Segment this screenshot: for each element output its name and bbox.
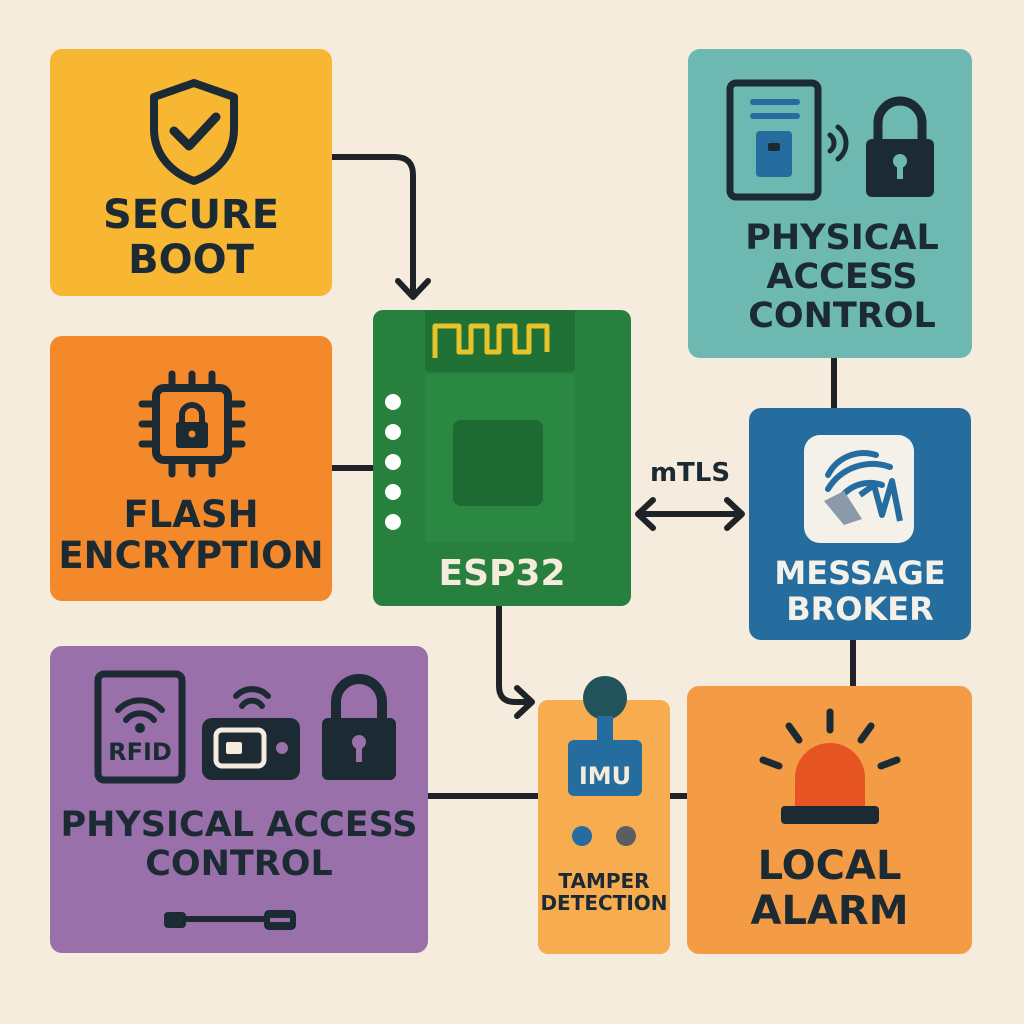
arrowhead-right-broker [724, 497, 745, 531]
esp32-label: ESP32 [438, 553, 566, 594]
padlock-icon [322, 674, 396, 780]
shield-check-icon [150, 79, 238, 185]
rfid-card-icon [94, 670, 186, 784]
arrowhead-tamper [514, 685, 535, 719]
physical-access-control-bottom-block: RFID PHYSICAL ACCESS CONTROL [50, 646, 428, 953]
mtls-label: mTLS [649, 458, 731, 488]
flash-encryption-block: FLASH ENCRYPTION [50, 336, 332, 601]
message-broker-block: MESSAGE BROKER [749, 408, 971, 640]
imu-sensor-icon [568, 676, 642, 846]
physical-access-control-top-block: PHYSICAL ACCESS CONTROL [688, 49, 972, 358]
arrowhead-left-esp32 [635, 497, 656, 531]
chip-lock-icon [138, 370, 246, 478]
local-alarm-block: LOCAL ALARM [687, 686, 972, 954]
esp32-chip [453, 420, 543, 506]
antenna-trace-icon [432, 323, 550, 358]
secure-boot-label: SECURE BOOT [102, 192, 280, 283]
imu-text: IMU [578, 762, 632, 790]
connector-esp32-tamper [496, 606, 528, 705]
physical-access-control-bottom-label: PHYSICAL ACCESS CONTROL [60, 805, 418, 885]
cable-connector-icon [164, 910, 296, 930]
local-alarm-label: LOCAL ALARM [750, 843, 909, 934]
esp32-pin-dots [385, 394, 401, 530]
esp32-module: ESP32 [373, 310, 631, 606]
broker-logo-icon [804, 435, 914, 543]
flash-encryption-label: FLASH ENCRYPTION [58, 493, 324, 578]
card-reader-icon [202, 686, 300, 780]
connector-secureboot-esp32 [332, 154, 416, 293]
tamper-detection-label: TAMPER DETECTION [540, 869, 668, 916]
message-broker-label: MESSAGE BROKER [774, 554, 946, 628]
siren-icon [759, 708, 901, 824]
nfc-reader-lock-icon [726, 79, 934, 201]
physical-access-control-top-label: PHYSICAL ACCESS CONTROL [745, 218, 939, 337]
rfid-text: RFID [108, 738, 172, 766]
tamper-detection-block: IMU TAMPER DETECTION [538, 676, 670, 954]
secure-boot-block: SECURE BOOT [50, 49, 332, 296]
arrowhead-esp32 [395, 278, 431, 300]
